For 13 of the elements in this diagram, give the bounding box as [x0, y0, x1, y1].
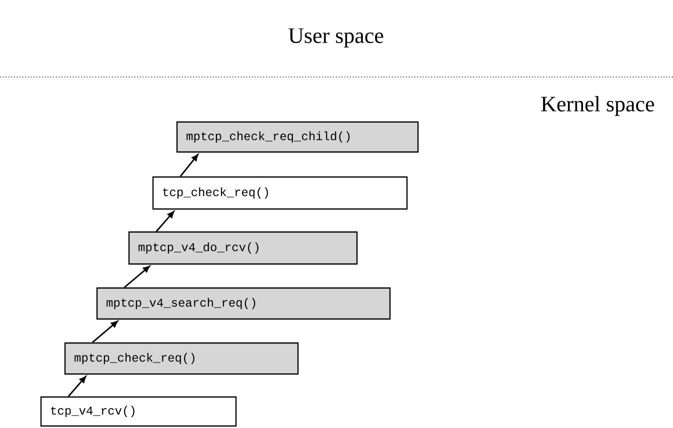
- function-box: tcp_v4_rcv(): [40, 396, 237, 427]
- arrow: [156, 211, 174, 232]
- arrow: [92, 320, 118, 343]
- function-box: mptcp_v4_search_req(): [96, 287, 391, 320]
- arrow: [124, 266, 150, 288]
- space-label: Kernel space: [541, 96, 654, 116]
- function-box: mptcp_check_req_child(): [176, 121, 419, 153]
- function-box: mptcp_check_req(): [64, 342, 299, 375]
- function-box: tcp_check_req(): [152, 176, 408, 210]
- space-label: User space: [288, 28, 384, 48]
- arrow: [68, 376, 86, 397]
- arrow: [180, 154, 198, 177]
- function-box: mptcp_v4_do_rcv(): [128, 231, 358, 265]
